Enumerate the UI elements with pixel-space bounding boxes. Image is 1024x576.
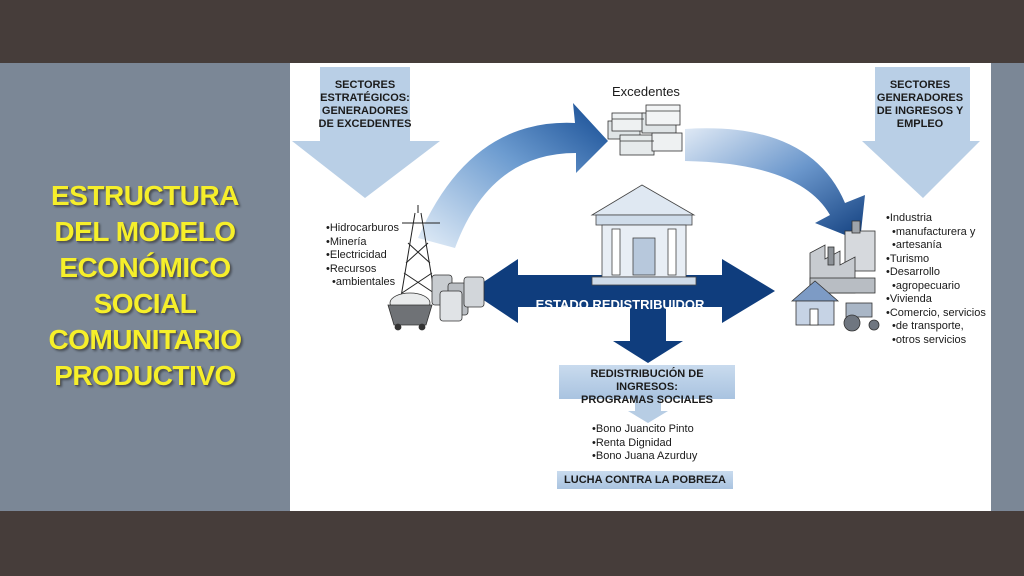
excedentes-label: Excedentes: [612, 84, 680, 99]
list-item: Renta Dignidad: [592, 437, 697, 451]
list-item: Turismo: [886, 253, 986, 267]
header-line: DE INGRESOS Y: [876, 105, 964, 117]
redistribution-box: [559, 365, 735, 399]
redistribution-label: REDISTRIBUCIÓN DE INGRESOS: PROGRAMAS SO…: [559, 368, 735, 407]
header-line: SECTORES: [889, 79, 951, 91]
economic-model-diagram: SECTORES ESTRATÉGICOS: GENERADORES DE EX…: [290, 63, 991, 511]
center-state-label: ESTADO REDISTRIBUIDOR: [535, 297, 705, 312]
arc-arrow-to-sectors: [685, 128, 865, 241]
arc-arrow-to-excedentes: [418, 103, 608, 248]
list-item: Bono Juana Azurduy: [592, 450, 698, 464]
list-item: Hidrocarburos: [326, 222, 399, 236]
right-down-arrow: [862, 67, 980, 198]
list-item-continuation: agropecuario: [886, 280, 986, 294]
tractor-icon: [843, 302, 880, 332]
list-item: Recursos: [326, 263, 399, 277]
title-line: DEL MODELO: [54, 216, 236, 247]
list-item-continuation: artesanía: [886, 239, 986, 253]
title-line: SOCIAL: [93, 288, 197, 319]
title-line: ESTRUCTURA: [51, 180, 239, 211]
right-sector-header: SECTORES GENERADORES DE INGRESOS Y EMPLE…: [864, 79, 976, 131]
government-building-icon: [590, 184, 697, 286]
right-frame-strip: [991, 63, 1024, 511]
house-icon: [790, 280, 840, 326]
small-down-arrow: [628, 399, 668, 423]
left-down-arrow: [292, 67, 440, 198]
slide-title: ESTRUCTURA DEL MODELO ECONÓMICO SOCIAL C…: [20, 178, 270, 394]
mine-cart-icon: [387, 292, 433, 331]
header-line: GENERADORES: [876, 92, 964, 104]
left-sector-header: SECTORES ESTRATÉGICOS: GENERADORES DE EX…: [306, 79, 424, 131]
diagram-graphics: [292, 67, 980, 489]
header-line: DE EXCEDENTES: [318, 118, 412, 130]
oil-barrels-icon: [431, 274, 485, 322]
list-item: Electricidad: [326, 249, 399, 263]
list-item: Minería: [326, 236, 399, 250]
down-arrow-to-programs: [613, 307, 683, 363]
left-title-panel: [0, 63, 290, 511]
header-line: EMPLEO: [896, 118, 944, 130]
list-item: Industria: [886, 212, 986, 226]
poverty-box: [557, 471, 733, 489]
list-item-continuation: de transporte,: [886, 320, 986, 334]
header-line: SECTORES: [334, 79, 396, 91]
list-item-continuation: ambientales: [326, 276, 399, 290]
list-item: Comercio, servicios: [886, 307, 986, 321]
top-frame-bar: [0, 0, 1024, 63]
list-item: Desarrollo: [886, 266, 986, 280]
oil-derrick-icon: [399, 205, 440, 304]
list-item-continuation: manufacturera y: [886, 226, 986, 240]
title-line: PRODUCTIVO: [54, 360, 236, 391]
bottom-frame-bar: [0, 511, 1024, 576]
income-sectors-list: Industria manufacturera y artesanía Turi…: [886, 212, 986, 347]
list-item: Vivienda: [886, 293, 986, 307]
box-line: PROGRAMAS SOCIALES: [580, 394, 713, 406]
poverty-label: LUCHA CONTRA LA POBREZA: [564, 474, 726, 486]
title-line: ECONÓMICO: [59, 252, 231, 283]
box-line: REDISTRIBUCIÓN DE INGRESOS:: [590, 368, 704, 393]
header-line: ESTRATÉGICOS:: [320, 92, 410, 104]
strategic-sectors-list: Hidrocarburos Minería Electricidad Recur…: [326, 222, 399, 290]
money-stack-icon: [607, 104, 683, 156]
list-item-continuation: otros servicios: [886, 334, 986, 348]
title-line: COMUNITARIO: [48, 324, 242, 355]
factory-icon: [809, 220, 876, 294]
header-line: GENERADORES: [321, 105, 409, 117]
list-item: Bono Juancito Pinto: [592, 423, 697, 437]
social-programs-list: Bono Juancito Pinto Renta Dignidad Bono …: [592, 423, 698, 464]
